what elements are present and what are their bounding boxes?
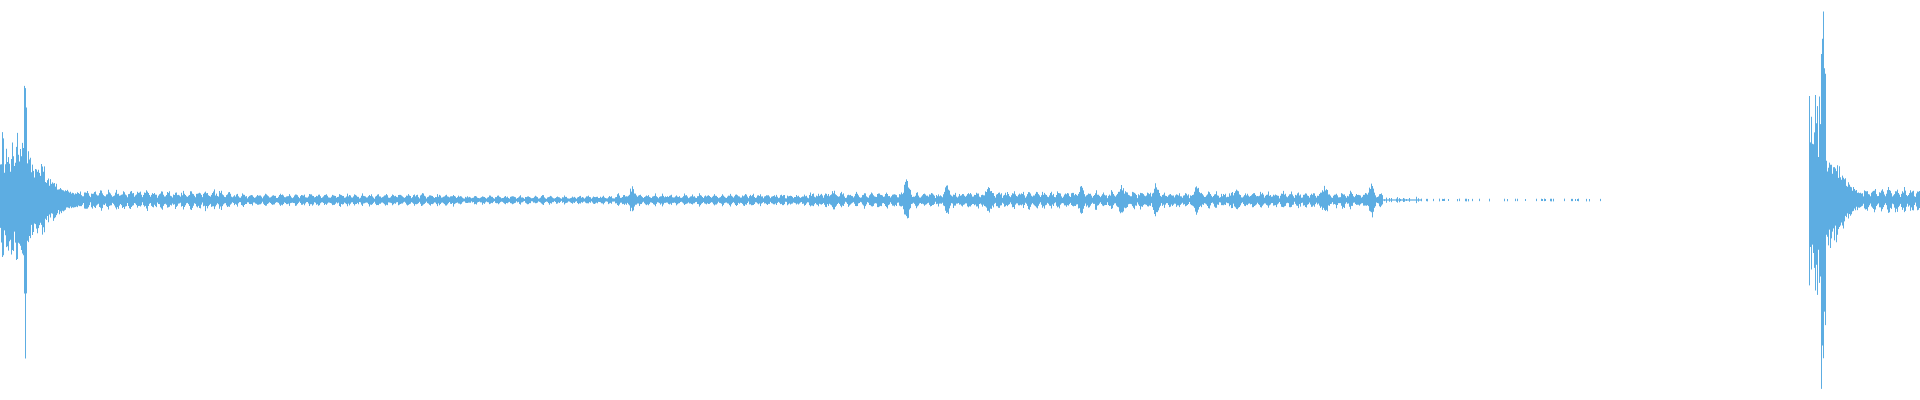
waveform-bars [0,11,1920,389]
